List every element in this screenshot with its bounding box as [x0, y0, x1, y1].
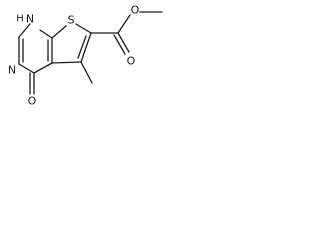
atom-label-n: N — [8, 64, 16, 77]
bond-c7a-n1 — [39, 29, 53, 39]
atom-label-s: S — [68, 14, 75, 27]
bond-c5-c4a — [51, 61, 82, 64]
bond-s-c6 — [75, 23, 92, 34]
bond-n1-c2 — [18, 23, 31, 38]
bond-n3-c4 — [18, 63, 35, 74]
bond-c7a-s — [51, 25, 67, 39]
bond-carbonyl-c-o — [117, 32, 130, 53]
atom-label-nh-hydrogen: H — [16, 14, 24, 25]
bond-c5-methyl — [80, 61, 93, 84]
atom-label-o-carbonyl: O — [127, 55, 136, 68]
bond-carbonyl-c-o-ester — [117, 14, 131, 34]
bond-c6-c5-double — [77, 35, 87, 59]
atom-label-o-keto: O — [28, 95, 37, 108]
atom-label-o-ester: O — [131, 4, 140, 17]
atom-label-nh: N — [26, 13, 34, 26]
bond-c6-c5 — [80, 32, 92, 63]
structural-formula: N H S N O O O — [8, 4, 163, 108]
bond-carbonyl-c-o-double — [113, 34, 126, 55]
bond-c4-c4a — [33, 62, 53, 74]
